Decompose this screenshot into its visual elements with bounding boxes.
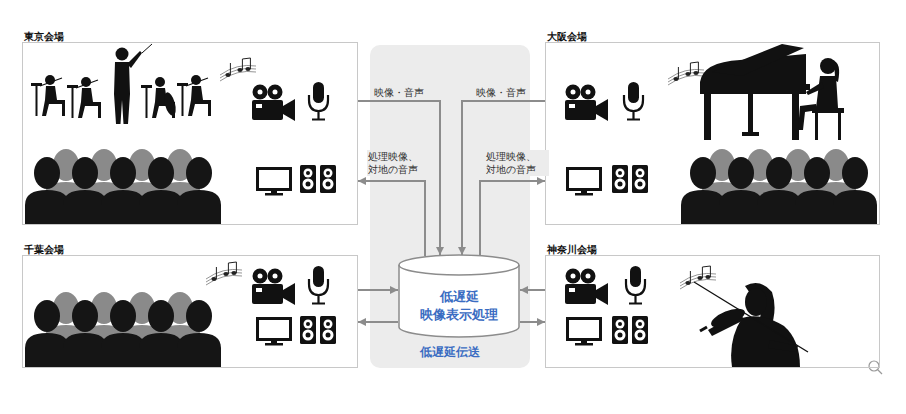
flow-arrow [358, 181, 425, 256]
venue-heading: 大阪会場 [547, 30, 587, 44]
music-notes [668, 62, 704, 85]
microphone [624, 82, 643, 120]
microphone [309, 266, 328, 304]
orchestra [31, 44, 211, 124]
flow-arrow [520, 289, 545, 291]
microphone [626, 266, 645, 304]
speakers [612, 165, 648, 193]
audience [681, 149, 877, 225]
venue-heading: 千葉会場 [24, 243, 64, 257]
venue-heading: 神奈川会場 [547, 243, 597, 257]
venue-panel: 千葉会場 [22, 255, 358, 368]
edge-label: 処理映像、 対地の音声 [367, 150, 431, 176]
speakers [300, 316, 336, 344]
edge-label-box: 映像・音声 [373, 86, 425, 99]
monitor [258, 169, 291, 196]
video-camera [565, 85, 608, 122]
venue-panel: 大阪会場 [545, 42, 880, 225]
music-notes [206, 262, 242, 285]
audience [25, 149, 221, 225]
edge-label: 映像・音声 [475, 86, 527, 99]
monitor [568, 319, 601, 346]
flow-arrow [358, 321, 398, 323]
edge-label-box: 映像・音声 [475, 86, 527, 99]
flow-arrow [358, 289, 398, 291]
edge-label-box: 処理映像、 対地の音声 [485, 150, 549, 176]
transmission-band [370, 45, 530, 368]
processing-cylinder: 低遅延 映像表示処理 [398, 255, 520, 337]
venue-panel: 神奈川会場 [545, 255, 880, 368]
venue-panel: 東京会場 [22, 42, 358, 225]
music-notes [220, 58, 256, 81]
flow-arrow [480, 181, 545, 256]
microphone [309, 82, 328, 120]
speakers [300, 165, 336, 193]
edge-label: 映像・音声 [373, 86, 425, 99]
process-label: 低遅延 映像表示処理 [409, 288, 509, 323]
flow-arrow [462, 101, 545, 255]
music-notes [680, 266, 716, 289]
band-label: 低遅延伝送 [420, 344, 480, 361]
video-camera [252, 269, 295, 306]
video-camera [252, 85, 295, 122]
flow-arrow [520, 321, 545, 323]
cylinder-body [399, 255, 519, 337]
video-camera [565, 269, 608, 306]
flow-arrow [358, 101, 440, 255]
edge-label: 処理映像、 対地の音声 [485, 150, 549, 176]
venue-heading: 東京会場 [24, 30, 64, 44]
audience [25, 292, 221, 368]
violinist [694, 282, 808, 367]
edge-label-box: 処理映像、 対地の音声 [367, 150, 431, 176]
pianist [798, 58, 844, 140]
grand-piano [700, 44, 810, 140]
speakers [612, 316, 648, 344]
cylinder-rim [399, 265, 519, 275]
monitor [568, 169, 601, 196]
monitor [258, 319, 291, 346]
